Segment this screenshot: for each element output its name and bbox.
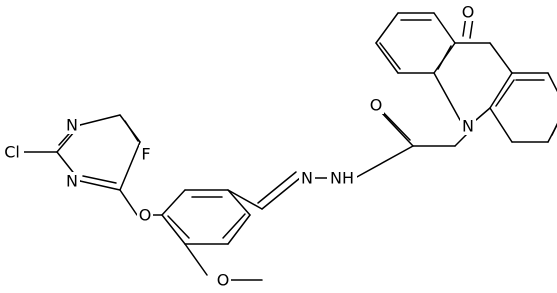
bond-31 bbox=[261, 177, 301, 210]
svg-text:O: O bbox=[462, 3, 475, 22]
bond-13 bbox=[489, 42, 513, 74]
bond-18 bbox=[489, 107, 513, 143]
bond-38 bbox=[227, 214, 251, 245]
hydrazone-nitrogen-atom: N bbox=[299, 169, 315, 188]
svg-text:Cl: Cl bbox=[4, 143, 20, 162]
bond-35 bbox=[161, 189, 186, 216]
bond-8 bbox=[437, 45, 452, 70]
bond-25 bbox=[454, 132, 469, 147]
bond-6 bbox=[375, 42, 399, 74]
svg-text:N: N bbox=[462, 117, 474, 136]
bond-50 bbox=[79, 114, 121, 126]
bond-12 bbox=[469, 17, 474, 39]
pyrimidine-nitrogen-2-atom: N bbox=[64, 172, 80, 191]
methoxy-oxygen-atom: O bbox=[215, 271, 231, 290]
bond-19 bbox=[489, 72, 513, 109]
pyrimidine-nitrogen-1-atom: N bbox=[64, 116, 80, 135]
bond-29 bbox=[354, 145, 414, 179]
svg-text:N: N bbox=[66, 116, 78, 135]
chlorine-atom: Cl bbox=[0, 143, 24, 162]
bond-32 bbox=[257, 171, 297, 204]
atom-label-layer: O N O NH N Cl N N F O O bbox=[0, 3, 476, 290]
bond-55 bbox=[124, 120, 139, 142]
bond-53 bbox=[82, 175, 117, 184]
bond-42 bbox=[222, 213, 246, 239]
svg-text:NH: NH bbox=[330, 169, 354, 188]
bond-33 bbox=[227, 189, 263, 210]
bond-43 bbox=[184, 243, 208, 276]
acridone-nitrogen-atom: N bbox=[460, 117, 476, 136]
bond-1 bbox=[375, 12, 399, 44]
oxo-oxygen-atom: O bbox=[460, 3, 476, 22]
bond-36 bbox=[161, 214, 186, 245]
bond-9 bbox=[379, 42, 401, 70]
bond-22 bbox=[495, 79, 515, 107]
bond-23 bbox=[433, 72, 461, 121]
svg-text:O: O bbox=[217, 271, 230, 290]
svg-text:F: F bbox=[141, 145, 150, 164]
bond-47 bbox=[79, 180, 121, 191]
bond-27 bbox=[380, 111, 414, 147]
bond-3 bbox=[433, 12, 456, 44]
bond-layer bbox=[23, 12, 557, 281]
svg-text:N: N bbox=[301, 169, 313, 188]
fluorine-atom: F bbox=[139, 145, 153, 164]
aryl-ether-oxygen-atom: O bbox=[137, 206, 153, 225]
bond-24 bbox=[475, 107, 491, 121]
svg-text:O: O bbox=[139, 206, 152, 225]
bond-41 bbox=[167, 215, 190, 239]
svg-text:N: N bbox=[66, 172, 78, 191]
hydrazide-nh-group: NH bbox=[327, 169, 357, 188]
amide-oxygen-atom: O bbox=[368, 96, 384, 115]
svg-text:O: O bbox=[370, 96, 383, 115]
bond-46 bbox=[119, 189, 138, 216]
bond-15 bbox=[547, 72, 557, 93]
bond-52 bbox=[119, 141, 141, 191]
bond-21 bbox=[551, 122, 557, 136]
bond-16 bbox=[547, 123, 557, 143]
bond-39 bbox=[227, 189, 251, 216]
